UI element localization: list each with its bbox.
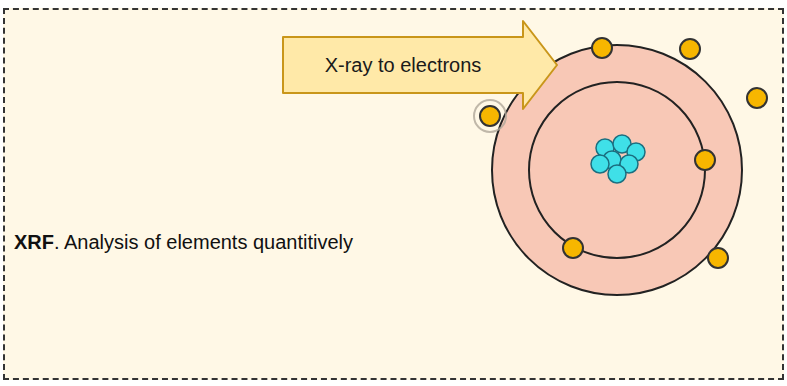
arrow-outline bbox=[283, 21, 557, 109]
technique-name: XRF bbox=[14, 231, 54, 253]
description-text: . Analysis of elements quantitively bbox=[54, 231, 353, 253]
callout-text: X-ray to electrons bbox=[325, 54, 482, 77]
description-line: XRF. Analysis of elements quantitively bbox=[14, 231, 353, 254]
arrow-callout: X-ray to electrons bbox=[281, 19, 559, 111]
